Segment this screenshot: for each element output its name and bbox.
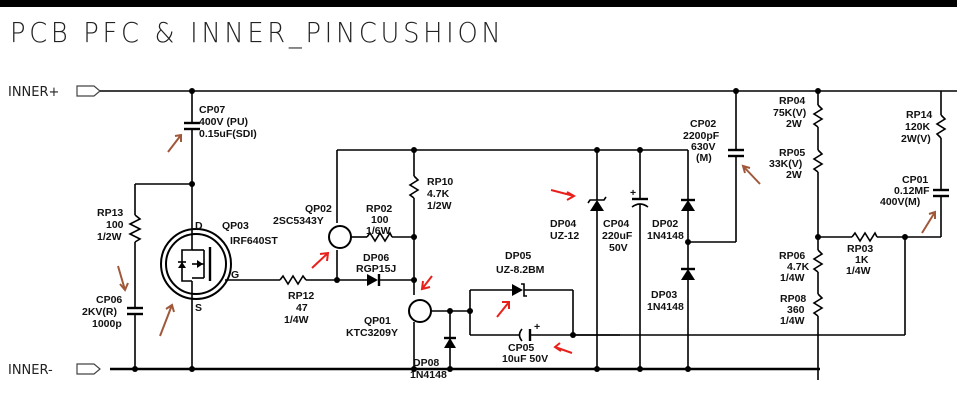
- cp02-tolerance: (M): [696, 152, 712, 164]
- port-inner-minus: INNER-: [8, 363, 101, 378]
- cp02-value: 2200pF: [683, 130, 720, 142]
- rp10-power: 1/2W: [427, 200, 452, 212]
- qp01-network: [408, 283, 620, 369]
- dp05-part: UZ-8.2BM: [496, 264, 545, 276]
- qp03-pin-g: G: [231, 269, 239, 281]
- qp03-pin-d: D: [195, 220, 203, 232]
- cp05-polarity: +: [534, 321, 540, 333]
- cp05-value: 10uF 50V: [502, 353, 548, 365]
- rp04-power: 2W: [786, 118, 802, 130]
- arrow-cp02-icon: [741, 164, 761, 185]
- dp04-ref: DP04: [550, 218, 576, 230]
- arrow-cp06-icon: [117, 265, 129, 292]
- cp01-ref: CP01: [902, 174, 928, 186]
- red-annotation-arrows: [311, 189, 577, 354]
- port-label-inner-plus: INNER+: [8, 85, 59, 100]
- qp03-ref: QP03: [222, 220, 249, 232]
- qp03-pin-s: S: [195, 302, 202, 314]
- dp05-ref: DP05: [505, 250, 531, 262]
- rp06-value: 4.7K: [787, 261, 810, 273]
- port-inner-plus: INNER+: [8, 85, 101, 100]
- arrow-cp01-icon: [921, 210, 936, 234]
- cp06-ref: CP06: [96, 294, 122, 306]
- rp04-ref: RP04: [779, 95, 805, 107]
- rp13-cp06-branch: [127, 183, 192, 369]
- junction-dots: [132, 88, 908, 372]
- dp02-part: 1N4148: [647, 230, 684, 242]
- rp03-power: 1/4W: [846, 265, 871, 277]
- rp10-ref: RP10: [427, 176, 453, 188]
- rp06-ref: RP06: [779, 250, 805, 262]
- rp12-resistor: [279, 274, 337, 286]
- rp05-value: 33K(V): [769, 158, 802, 170]
- arrow-qp03-icon: [159, 303, 175, 337]
- cp02-ref: CP02: [690, 118, 716, 130]
- dp02-ref: DP02: [652, 218, 678, 230]
- rp12-value: 47: [296, 302, 308, 314]
- rp03-ref: RP03: [847, 243, 873, 255]
- cp01-voltage: 400V(M): [880, 196, 920, 208]
- rp02-ref: RP02: [366, 203, 392, 215]
- cp02-voltage: 630V: [691, 141, 716, 153]
- arrow-dp04-icon: [550, 189, 577, 201]
- cp04-polarity: +: [630, 187, 636, 199]
- cp07-value2: 0.15uF(SDI): [199, 128, 257, 140]
- port-label-inner-minus: INNER-: [8, 363, 53, 378]
- rp14-power: 2W(V): [901, 133, 931, 145]
- rp08-ref: RP08: [780, 293, 806, 305]
- cp04-value: 220uF: [602, 230, 633, 242]
- port-connector-icon: [76, 363, 101, 375]
- cp06-value: 2KV(R): [82, 306, 117, 318]
- qp02-ref: QP02: [305, 203, 332, 215]
- rp06-power: 1/4W: [780, 272, 805, 284]
- arrow-dp05-icon: [496, 301, 510, 318]
- arrow-cp05-icon: [553, 342, 573, 354]
- rp04-value: 75K(V): [773, 107, 806, 119]
- dp08-ref: DP08: [413, 357, 439, 369]
- cp06-value2: 1000p: [92, 318, 122, 330]
- rp02-value: 100: [371, 214, 389, 226]
- rp12-ref: RP12: [288, 290, 314, 302]
- cp07-capacitor: [184, 91, 200, 184]
- rp13-value: 100: [106, 219, 124, 231]
- rp13-power: 1/2W: [97, 231, 122, 243]
- rp05-power: 2W: [786, 169, 802, 181]
- arrow-cp07-icon: [167, 133, 182, 153]
- rp14-value: 120K: [905, 121, 931, 133]
- dp04-part: UZ-12: [550, 230, 579, 242]
- rp08-power: 1/4W: [780, 315, 805, 327]
- port-connector-icon: [76, 85, 101, 97]
- qp02-part: 2SC5343Y: [273, 215, 324, 227]
- qp01-ref: QP01: [364, 315, 391, 327]
- rp14-ref: RP14: [906, 109, 932, 121]
- rp13-ref: RP13: [97, 207, 123, 219]
- cp04-ref: CP04: [603, 218, 629, 230]
- qp01-part: KTC3209Y: [346, 327, 398, 339]
- qp03-mosfet-icon: [160, 184, 280, 369]
- dp06-part: RGP15J: [356, 263, 396, 275]
- dp06-ref: DP06: [363, 252, 389, 264]
- schematic-title: PCB PFC & INNER_PINCUSHION: [10, 16, 505, 49]
- dp03-part: 1N4148: [647, 301, 684, 313]
- rp02-power: 1/6W: [366, 225, 391, 237]
- rp08-value: 360: [787, 304, 805, 316]
- cp07-ref: CP07: [199, 104, 225, 116]
- cp01-value: 0.12MF: [894, 185, 930, 197]
- brown-annotation-arrows: [117, 133, 936, 337]
- rp05-ref: RP05: [779, 147, 805, 159]
- cp04-voltage: 50V: [609, 242, 628, 254]
- dp03-ref: DP03: [651, 289, 677, 301]
- arrow-qp01-icon: [420, 275, 433, 291]
- rp10-value: 4.7K: [427, 188, 450, 200]
- arrow-qp02-icon: [311, 251, 330, 269]
- dp08-part: 1N4148: [410, 369, 447, 381]
- rp03-value: 1K: [855, 254, 869, 266]
- cp05-ref: CP05: [508, 342, 534, 354]
- qp03-part: IRF640ST: [230, 235, 278, 247]
- divider-network: [573, 91, 949, 380]
- cp07-value: 400V (PU): [199, 116, 248, 128]
- rp12-power: 1/4W: [284, 314, 309, 326]
- top-border: [0, 0, 957, 7]
